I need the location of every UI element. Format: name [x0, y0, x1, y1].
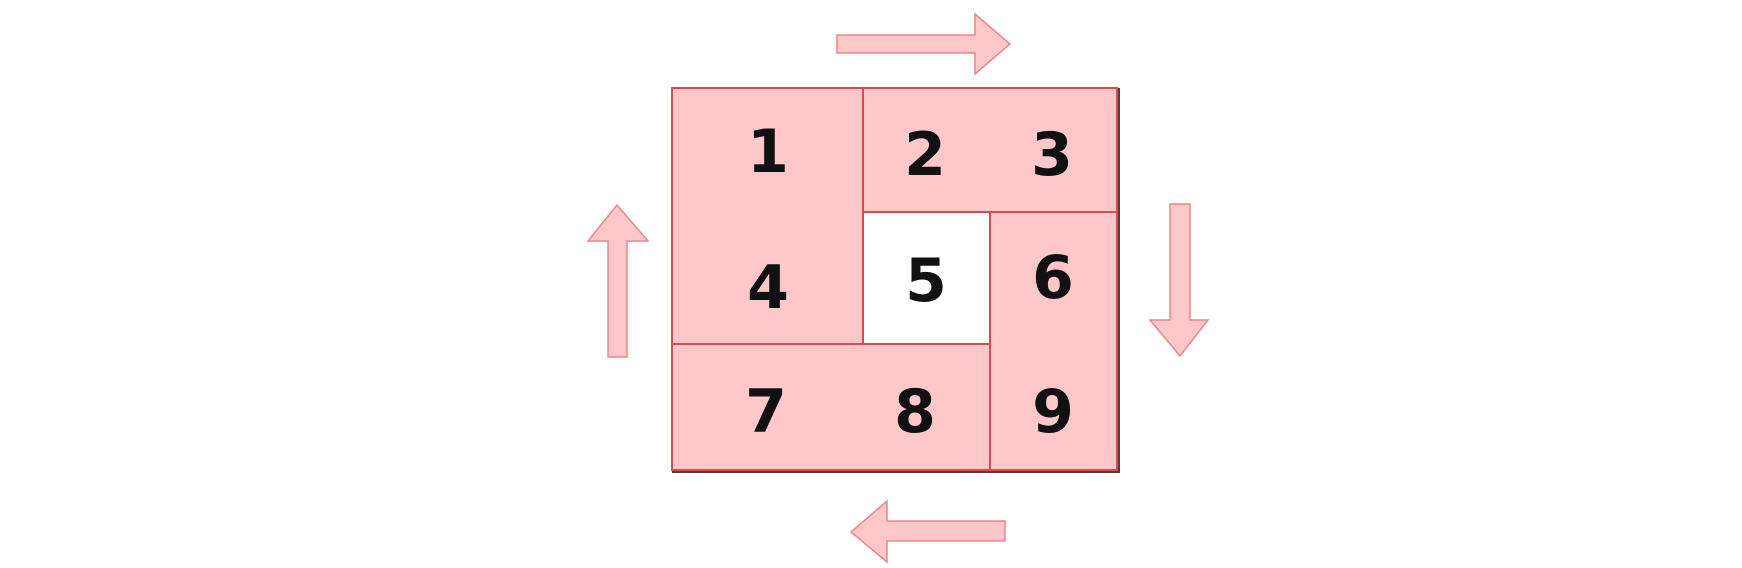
arrow-down-icon: [1148, 203, 1210, 358]
cell-1-label: 1: [747, 117, 789, 187]
cell-3-label: 3: [1031, 120, 1073, 190]
cell-7-label: 7: [745, 377, 787, 447]
cell-4-label: 4: [747, 253, 789, 323]
cell-9-label: 9: [1032, 377, 1074, 447]
arrow-up-icon: [586, 203, 650, 358]
cell-8-label: 8: [894, 377, 936, 447]
cell-5-label: 5: [905, 246, 947, 316]
grid-shadow: [672, 88, 1120, 473]
arrow-left-icon: [849, 499, 1006, 564]
cell-2-label: 2: [904, 120, 946, 190]
tile-center-5: [862, 211, 991, 345]
cell-6-label: 6: [1032, 243, 1074, 313]
tile-2-3: [862, 87, 1118, 213]
tile-7-8: [671, 343, 991, 471]
arrow-right-icon: [836, 12, 1012, 76]
